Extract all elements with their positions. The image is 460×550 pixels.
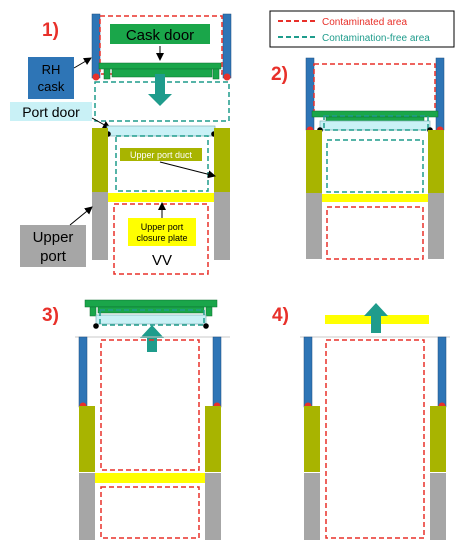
cask-door — [84, 299, 218, 308]
cask-wall-right — [437, 336, 447, 408]
up-arrow — [140, 325, 164, 352]
legend-free-label: Contamination-free area — [322, 33, 430, 44]
cask-wall-right — [435, 57, 445, 131]
seal-black — [93, 323, 99, 329]
port-wall-left — [306, 193, 322, 259]
vv-label: VV — [152, 252, 172, 269]
seal-red — [223, 73, 231, 81]
cask-duct-contaminated — [100, 339, 200, 471]
port-door — [95, 314, 207, 325]
cask-wall-left — [305, 57, 315, 131]
duct-label: Upper port duct — [130, 150, 193, 160]
panel-1: 1) Cask door RH cask Port door — [10, 13, 232, 275]
cask-door — [98, 62, 222, 70]
cask-wall-left — [78, 336, 88, 408]
duct-wall-left — [306, 130, 322, 193]
port-wall-left — [304, 473, 320, 540]
duct-wall-right — [214, 128, 230, 192]
duct-wall-right — [205, 406, 221, 472]
port-wall-right — [428, 193, 444, 259]
down-arrow — [148, 74, 172, 106]
cask-wall-right — [222, 13, 232, 79]
vv-contaminated-area — [113, 203, 209, 275]
duct-wall-right — [430, 406, 446, 472]
panel-2: 2) — [271, 57, 445, 260]
upper-port-label-box — [20, 225, 86, 267]
port-door — [106, 125, 216, 137]
door-free-area — [323, 115, 429, 131]
panel-3: 3) — [42, 299, 230, 540]
legend-contaminated-label: Contaminated area — [322, 17, 407, 28]
vv-contaminated-area — [100, 486, 200, 539]
seal-red — [92, 73, 100, 81]
legend: Contaminated area Contamination-free are… — [269, 10, 455, 48]
port-wall-right — [214, 192, 230, 260]
upper-port-label-line1: Upper — [33, 229, 74, 246]
port-wall-right — [430, 473, 446, 540]
rh-cask-label-line1: RH — [42, 62, 61, 77]
duct-wall-left — [92, 128, 108, 192]
panel-2-number: 2) — [271, 64, 288, 85]
duct-wall-right — [428, 130, 444, 193]
duct-free-area — [115, 135, 209, 192]
duct-free-area — [326, 139, 424, 193]
closure-plate-label-box — [128, 218, 196, 246]
closure-plate — [108, 193, 214, 202]
port-door-free-area — [94, 81, 230, 122]
cask-wall-right — [212, 336, 222, 408]
duct-label-box — [120, 148, 202, 161]
panel-1-number: 1) — [42, 20, 59, 41]
cask-door-label: Cask door — [126, 27, 194, 44]
upper-port-label-line2: port — [40, 248, 67, 265]
full-contaminated-area — [325, 339, 425, 539]
closure-plate — [95, 473, 205, 483]
up-arrow — [364, 303, 388, 333]
panel-4: 4) — [272, 303, 450, 540]
port-door — [319, 120, 431, 131]
closure-plate-label-line2: closure plate — [136, 233, 187, 243]
rh-cask-label-box — [28, 57, 74, 99]
cask-door-label-box — [110, 24, 210, 44]
port-wall-left — [79, 473, 95, 540]
duct-wall-left — [79, 406, 95, 472]
cask-wall-left — [303, 336, 313, 408]
port-wall-right — [205, 473, 221, 540]
panel-3-number: 3) — [42, 305, 59, 326]
port-door-label-box — [10, 102, 92, 121]
port-wall-left — [92, 192, 108, 260]
closure-plate — [322, 194, 428, 202]
rh-cask-label-line2: cask — [38, 79, 65, 94]
seal-black — [203, 323, 209, 329]
duct-wall-left — [304, 406, 320, 472]
closure-plate-label-line1: Upper port — [141, 222, 184, 232]
cask-interior-contaminated — [313, 63, 436, 113]
panel-4-number: 4) — [272, 305, 289, 326]
vv-contaminated-area — [326, 206, 424, 260]
port-door-label: Port door — [22, 104, 80, 120]
